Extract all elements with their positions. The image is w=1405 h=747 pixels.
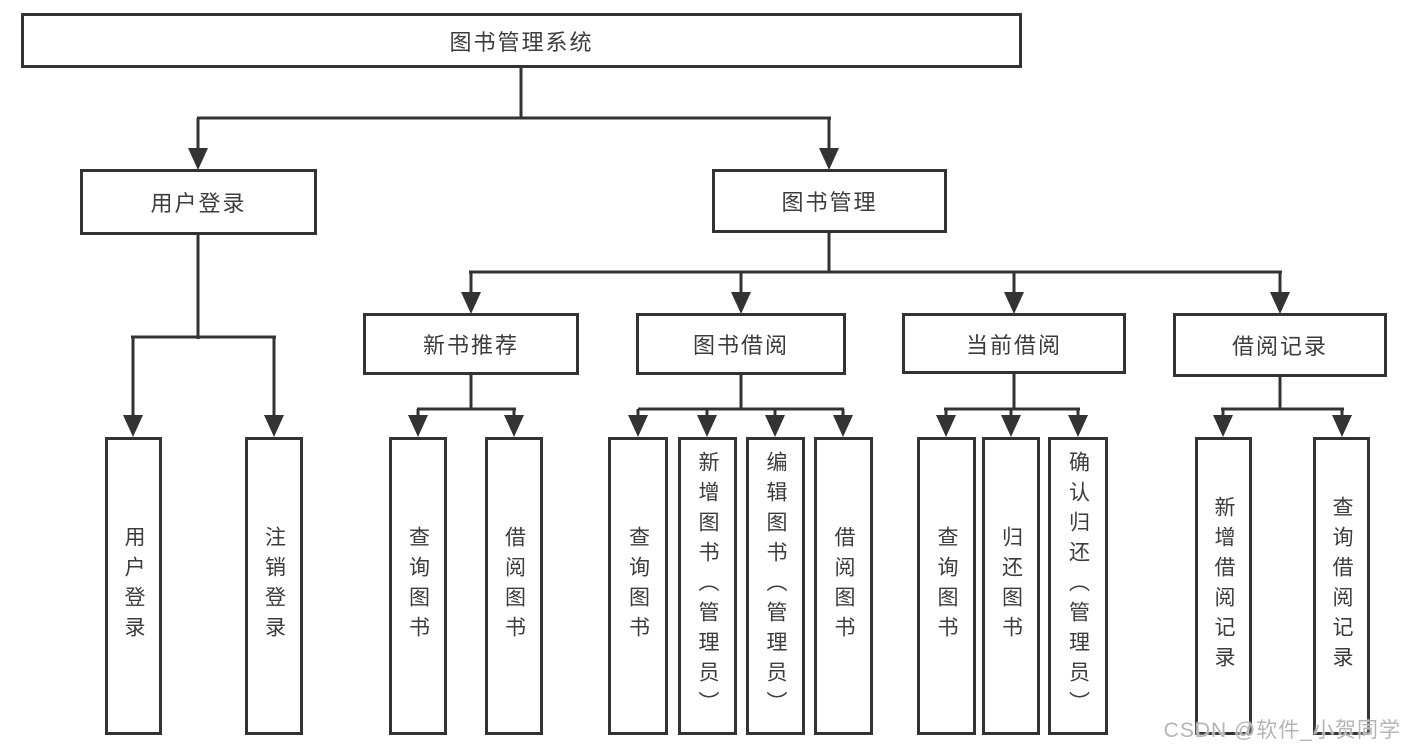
leaf-return-books-label: 归还图书 — [999, 526, 1023, 646]
leaf-confirm-return-admin-label: 确认归还（管理员） — [1066, 451, 1090, 721]
leaf-current-query-books: 查询图书 — [917, 437, 976, 735]
leaf-logout: 注销登录 — [245, 437, 303, 735]
node-book-borrowing-label: 图书借阅 — [692, 333, 789, 358]
leaf-edit-books-admin-label: 编辑图书（管理员） — [764, 451, 787, 721]
leaf-add-books-admin-label: 新增图书（管理员） — [696, 451, 719, 721]
leaf-return-books: 归还图书 — [982, 437, 1040, 735]
leaf-logout-label: 注销登录 — [262, 526, 286, 646]
node-new-book-recommend: 新书推荐 — [363, 313, 579, 375]
leaf-add-borrow-record-label: 新增借阅记录 — [1212, 496, 1235, 676]
csdn-watermark: CSDN @软件_小贺同学 — [1163, 719, 1401, 742]
leaf-recommend-query-books: 查询图书 — [389, 437, 447, 735]
node-book-management-label: 图书管理 — [781, 190, 878, 215]
leaf-user-login-label: 用户登录 — [122, 526, 145, 646]
leaf-confirm-return-admin: 确认归还（管理员） — [1048, 437, 1108, 735]
leaf-borrowing-query-books: 查询图书 — [608, 437, 668, 735]
leaf-user-login: 用户登录 — [105, 437, 162, 735]
node-root: 图书管理系统 — [21, 13, 1022, 68]
leaf-query-borrow-record: 查询借阅记录 — [1313, 437, 1370, 735]
node-new-book-recommend-label: 新书推荐 — [422, 333, 519, 358]
leaf-add-borrow-record: 新增借阅记录 — [1195, 437, 1252, 735]
leaf-edit-books-admin: 编辑图书（管理员） — [746, 437, 805, 735]
node-root-label: 图书管理系统 — [449, 29, 594, 55]
node-borrow-records: 借阅记录 — [1173, 313, 1387, 377]
leaf-recommend-borrow-books: 借阅图书 — [485, 437, 543, 735]
leaf-recommend-borrow-books-label: 借阅图书 — [502, 526, 526, 646]
leaf-query-borrow-record-label: 查询借阅记录 — [1330, 496, 1353, 676]
node-current-borrowing-label: 当前借阅 — [965, 332, 1062, 358]
node-current-borrowing: 当前借阅 — [902, 313, 1126, 374]
leaf-current-query-books-label: 查询图书 — [935, 526, 958, 646]
leaf-add-books-admin: 新增图书（管理员） — [678, 437, 737, 735]
node-book-management: 图书管理 — [712, 169, 947, 233]
node-user-login: 用户登录 — [80, 169, 317, 235]
node-borrow-records-label: 借阅记录 — [1231, 334, 1328, 359]
leaf-recommend-query-books-label: 查询图书 — [406, 526, 430, 646]
leaf-borrowing-borrow-books-label: 借阅图书 — [832, 526, 855, 646]
leaf-borrowing-borrow-books: 借阅图书 — [814, 437, 873, 735]
node-user-login-label: 用户登录 — [150, 191, 247, 216]
leaf-borrowing-query-books-label: 查询图书 — [626, 526, 650, 646]
node-book-borrowing: 图书借阅 — [636, 313, 846, 375]
